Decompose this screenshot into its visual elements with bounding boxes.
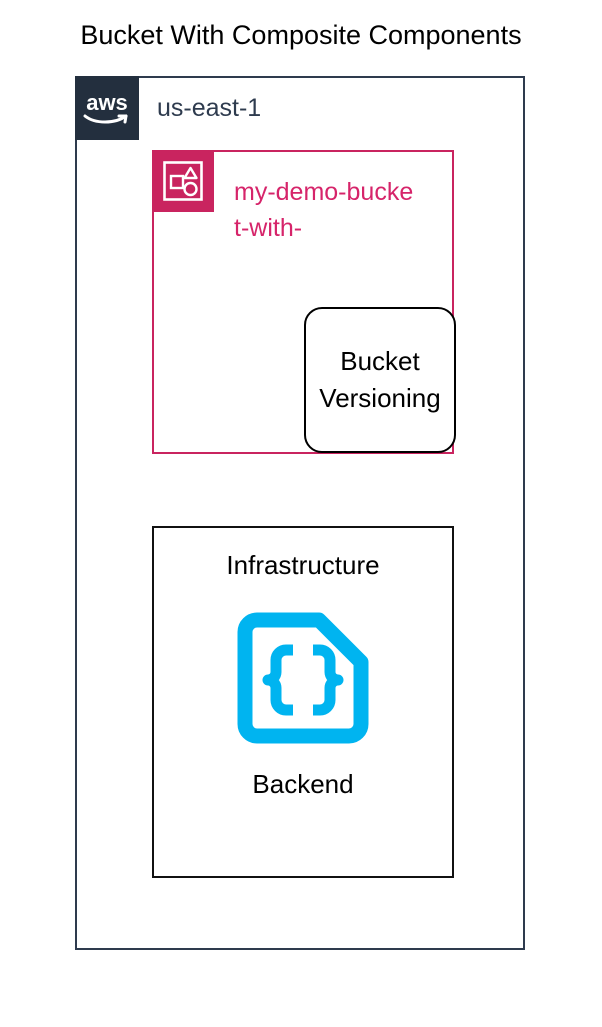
infrastructure-subtitle: Backend [252, 769, 354, 799]
bucket-versioning-line1: Bucket [340, 346, 420, 376]
s3-bucket-group: my-demo-bucket-with- Bucket Versioning [152, 150, 456, 454]
svg-text:aws: aws [86, 90, 128, 115]
infrastructure-backend-group: Infrastructure Backend [152, 526, 454, 878]
bucket-versioning-node[interactable]: Bucket Versioning [304, 307, 456, 453]
s3-composite-resources-icon [152, 150, 214, 212]
page-title: Bucket With Composite Components [80, 20, 522, 50]
bucket-versioning-line2: Versioning [319, 383, 441, 413]
region-label: us-east-1 [157, 94, 262, 122]
aws-region-group: aws us-east-1 my-demo-bucket-with- Bucke… [75, 76, 525, 950]
infrastructure-title: Infrastructure [226, 550, 380, 580]
bucket-label: my-demo-bucket-with- [234, 178, 414, 242]
json-document-braces-icon [227, 602, 379, 754]
aws-logo-icon: aws [75, 76, 139, 140]
